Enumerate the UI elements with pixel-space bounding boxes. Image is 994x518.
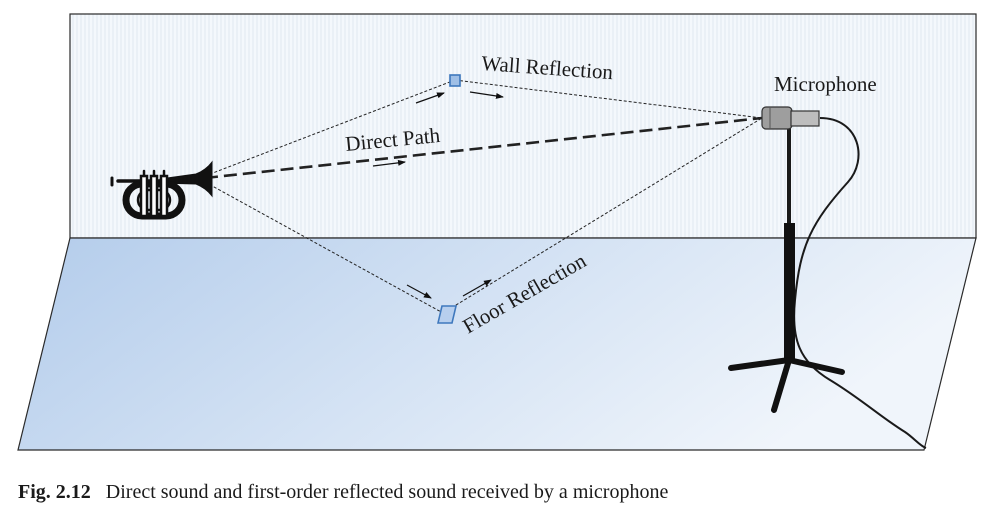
acoustic-path-diagram: Wall Reflection Direct Path Floor Reflec… — [17, 13, 977, 451]
microphone-label: Microphone — [774, 72, 877, 96]
arrow-to-floor — [406, 284, 432, 299]
caption-text: Direct sound and first-order reflected s… — [105, 481, 669, 503]
wall-reflector — [449, 74, 461, 87]
microphone-icon — [728, 106, 927, 449]
direction-arrows — [372, 91, 504, 299]
arrow-from-wall — [469, 91, 504, 99]
floor — [17, 237, 977, 451]
arrow-direct — [372, 159, 406, 167]
floor-reflection-path — [204, 117, 763, 314]
arrow-from-floor — [462, 279, 492, 297]
wall-reflection-path — [204, 79, 763, 177]
direct-path-line — [204, 116, 763, 180]
wall — [69, 13, 977, 239]
caption-number: Fig. 2.12 — [18, 481, 91, 503]
floor-reflector — [436, 305, 458, 324]
trumpet-icon — [110, 160, 213, 220]
arrow-to-wall — [415, 92, 445, 104]
figure-caption: Fig. 2.12 Direct sound and first-order r… — [18, 481, 978, 509]
